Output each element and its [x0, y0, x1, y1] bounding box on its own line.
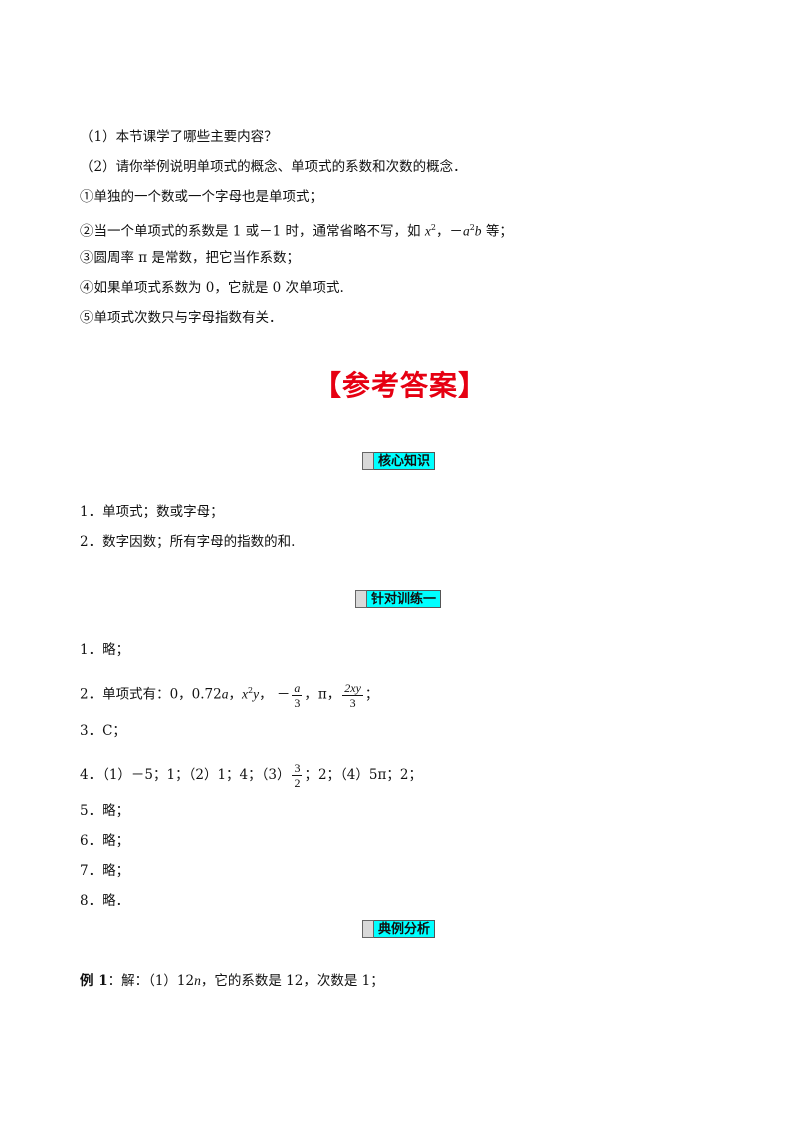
text: 4．（1）－5；1；（2）1；4；（3） [80, 767, 291, 783]
numerator: a [292, 680, 303, 696]
exponent: 2 [469, 223, 475, 232]
header-box-icon [355, 590, 367, 608]
review-point-1: ①单独的一个数或一个字母也是单项式； [80, 189, 323, 205]
text: 2．单项式有：0，0.72 [80, 686, 222, 703]
training-answer-1: 1．略； [80, 642, 130, 658]
denominator: 3 [349, 695, 356, 710]
section-header-label: 针对训练一 [367, 590, 442, 608]
text: ②当一个单项式的系数是 1 或－1 时，通常省略不写，如 [80, 223, 425, 240]
training-answer-3: 3．C； [80, 723, 126, 739]
section-header-example-analysis: 典例分析 [362, 920, 436, 938]
review-point-5: ⑤单项式次数只与字母指数有关． [80, 310, 283, 326]
numerator: 3 [292, 761, 303, 776]
var-x: x [424, 223, 431, 239]
numerator: 2xy [342, 680, 363, 696]
core-answer-2: 2．数字因数；所有字母的指数的和. [80, 534, 296, 550]
var-y: y [253, 686, 260, 702]
var-x: x [242, 686, 248, 702]
training-answer-5: 5．略； [80, 803, 130, 819]
core-answer-1: 1．单项式；数或字母； [80, 504, 224, 520]
text: ； [364, 686, 379, 703]
denominator: 3 [294, 695, 301, 710]
section-header-training-1: 针对训练一 [355, 590, 442, 608]
var-a: a [221, 686, 229, 702]
var-b: b [474, 223, 482, 239]
var-a: a [462, 223, 470, 239]
section-header-core-knowledge: 核心知识 [362, 452, 436, 470]
text: ，它的系数是 12，次数是 1； [200, 973, 384, 989]
training-answer-6: 6．略； [80, 833, 130, 849]
review-point-2: ②当一个单项式的系数是 1 或－1 时，通常省略不写，如 x2，－a2b 等； [80, 219, 513, 241]
text: ，－ [435, 223, 463, 240]
answer-title: 【参考答案】 [312, 369, 487, 402]
text: ：解：（1）12 [107, 973, 195, 989]
header-box-icon [362, 920, 374, 938]
exponent: 2 [248, 686, 254, 695]
example-1-answer: 例 1：解：（1）12n，它的系数是 12，次数是 1； [80, 972, 384, 990]
review-point-3: ③圆周率 π 是常数，把它当作系数； [80, 250, 300, 266]
example-label: 例 1 [80, 973, 108, 989]
review-question-1: （1）本节课学了哪些主要内容？ [80, 129, 278, 145]
text: ， [259, 686, 273, 703]
training-answer-7: 7．略； [80, 863, 130, 879]
section-header-label: 典例分析 [374, 920, 436, 938]
header-box-icon [362, 452, 374, 470]
review-point-4: ④如果单项式系数为 0，它就是 0 次单项式. [80, 280, 344, 296]
minus-sign: － [276, 686, 291, 703]
training-answer-8: 8．略． [80, 893, 130, 909]
denominator: 2 [294, 776, 301, 790]
text: ，π， [304, 686, 341, 703]
exponent: 2 [430, 223, 436, 232]
text: ；2；（4）5π；2； [304, 767, 422, 783]
review-question-2: （2）请你举例说明单项式的概念、单项式的系数和次数的概念． [80, 159, 467, 175]
section-header-label: 核心知识 [374, 452, 436, 470]
var-n: n [194, 973, 201, 988]
text: 等； [481, 223, 513, 240]
text: ， [228, 686, 243, 703]
